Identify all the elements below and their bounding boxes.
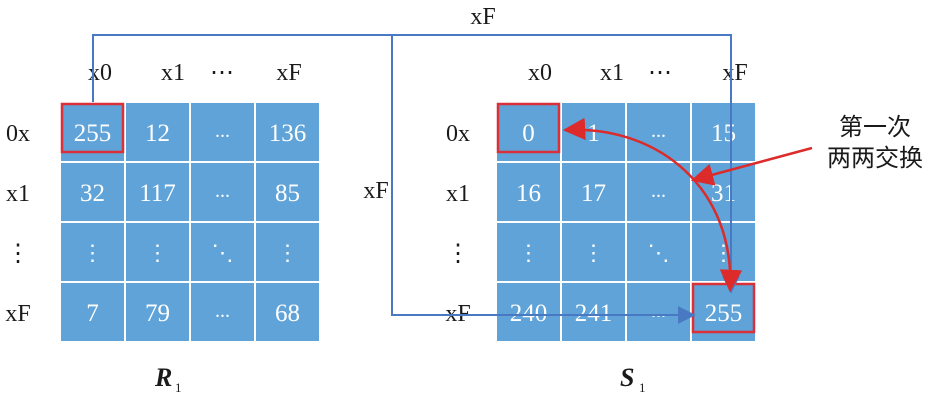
matrix_s-cell bbox=[497, 283, 560, 341]
matrix_r-row-header: x1 bbox=[6, 181, 30, 207]
matrix_s-cell-value: 255 bbox=[705, 300, 743, 327]
matrix_s-col-header: x1 bbox=[600, 60, 624, 86]
matrix-r: 255 12... 136 32 117... 85 ⋮ ⋮ ⋱ ⋮ 7 79... 68 x0 x1 ⋯ xF… bbox=[5, 60, 320, 342]
matrix_r-cell bbox=[191, 103, 254, 161]
matrix_r-col-header: x1 bbox=[161, 60, 185, 86]
matrix_r-cell-value: 79 bbox=[145, 300, 170, 327]
matrix_r-cell bbox=[191, 163, 254, 221]
matrix_s-highlight-box bbox=[496, 102, 561, 154]
matrix-r-letter: R bbox=[154, 363, 172, 392]
matrix_r-cell bbox=[191, 283, 254, 341]
matrix_s-cell bbox=[497, 163, 560, 221]
matrix_r-col-header: xF bbox=[276, 60, 301, 86]
matrix-r-subscript: 1 bbox=[175, 380, 182, 395]
matrix_r-highlight-box bbox=[60, 102, 125, 154]
matrix_s-cell-value: ⋮ bbox=[518, 240, 540, 265]
matrix_r-cell-value: 68 bbox=[275, 300, 300, 327]
matrix_r-col-header: x0 bbox=[88, 60, 112, 86]
matrix_s-cell-value: 240 bbox=[510, 300, 548, 327]
matrix_r-cell-value: 32 bbox=[80, 180, 105, 207]
matrix_r-cell-value: ... bbox=[215, 300, 230, 322]
matrix_r-cell bbox=[256, 223, 319, 281]
matrix_s-cell-value: 17 bbox=[581, 180, 606, 207]
matrix_s-col-header: ⋯ bbox=[648, 60, 672, 86]
matrix_r-cell bbox=[191, 223, 254, 281]
matrix_s-cell-value: ⋱ bbox=[648, 240, 670, 265]
matrix_r-cell-value: ⋮ bbox=[82, 240, 104, 265]
matrix_r-row-header: xF bbox=[5, 301, 30, 327]
matrix_s-cell-value: 16 bbox=[516, 180, 541, 207]
top-connector-label: xF bbox=[470, 4, 495, 30]
matrix-s-name: S 1 bbox=[620, 363, 646, 395]
matrix_r-row-header: 0x bbox=[6, 121, 30, 147]
matrix_r-cell-value: ... bbox=[215, 180, 230, 202]
matrix_r-cell bbox=[256, 283, 319, 341]
matrix_r-cell bbox=[126, 103, 189, 161]
matrix-s-subscript: 1 bbox=[639, 380, 646, 395]
matrix_r-cell bbox=[61, 163, 124, 221]
matrix_s-cell-value: 0 bbox=[522, 120, 535, 147]
matrix_s-cell-value: ⋮ bbox=[583, 240, 605, 265]
matrix_s-cell-value: 1 bbox=[587, 120, 600, 147]
matrix_s-col-header: x0 bbox=[528, 60, 552, 86]
matrix_s-cell-value: ... bbox=[651, 180, 666, 202]
matrix_r-cell-value: 12 bbox=[145, 120, 170, 147]
annotation-line-1: 第一次 bbox=[839, 113, 911, 141]
matrix_r-cell bbox=[126, 283, 189, 341]
matrix_r-cell bbox=[126, 223, 189, 281]
matrix_s-cell bbox=[497, 223, 560, 281]
middle-connector-line bbox=[391, 35, 696, 324]
matrix_s-cell bbox=[562, 283, 625, 341]
matrix_r-row-header: ⋮ bbox=[6, 241, 30, 267]
matrix_r-cell bbox=[256, 163, 319, 221]
matrix_r-cell-value: 136 bbox=[269, 120, 307, 147]
matrix_s-row-header: x1 bbox=[446, 181, 470, 207]
swap-arrow bbox=[562, 117, 813, 293]
matrix_r-cell-value: 7 bbox=[86, 300, 99, 327]
matrix_s-cell-value: ... bbox=[651, 300, 666, 322]
matrix_r-col-header: ⋯ bbox=[210, 60, 234, 86]
matrix_r-cell-value: ⋮ bbox=[147, 240, 169, 265]
matrix_r-cell bbox=[61, 223, 124, 281]
matrix_s-cell-value: 241 bbox=[575, 300, 613, 327]
middle-connector-label: xF bbox=[363, 178, 388, 204]
matrix_r-cell-value: 255 bbox=[74, 120, 112, 147]
matrix_s-row-header: 0x bbox=[446, 121, 470, 147]
matrix_r-cell-value: 85 bbox=[275, 180, 300, 207]
matrix_r-cell-value: ... bbox=[215, 120, 230, 142]
matrix_r-cell-value: ⋮ bbox=[277, 240, 299, 265]
matrix_s-cell-value: ... bbox=[651, 120, 666, 142]
matrix_s-row-header: ⋮ bbox=[446, 241, 470, 267]
matrix_s-cell-value: 15 bbox=[711, 120, 736, 147]
swap-curve bbox=[562, 117, 743, 293]
matrix_r-cell bbox=[126, 163, 189, 221]
matrix-r-name: R 1 bbox=[154, 363, 182, 395]
matrix_r-cell-value: ⋱ bbox=[212, 240, 234, 265]
matrix-s-letter: S bbox=[620, 363, 634, 392]
matrix_s-col-header: xF bbox=[722, 60, 747, 86]
matrix_s-cell-value: 31 bbox=[711, 180, 736, 207]
annotation-pointer bbox=[690, 146, 813, 186]
matrix_r-cell-value: 117 bbox=[139, 180, 176, 207]
matrix_r-cell bbox=[61, 283, 124, 341]
annotation-line-2: 两两交换 bbox=[827, 144, 923, 172]
matrix_r-cell bbox=[256, 103, 319, 161]
